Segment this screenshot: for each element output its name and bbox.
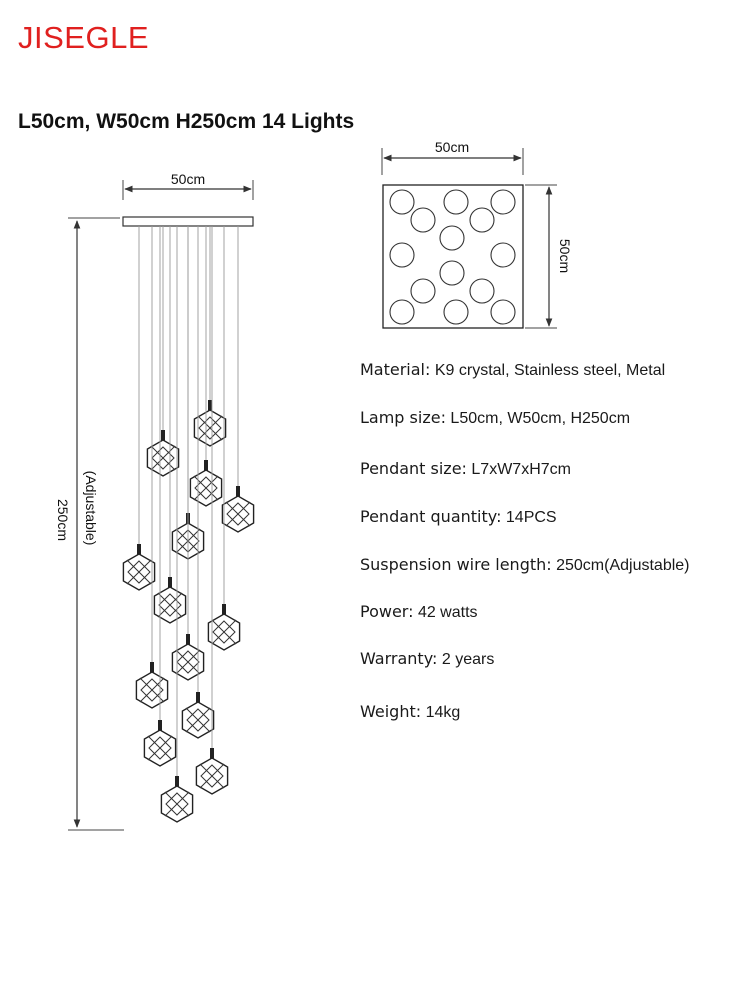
spec-row: Suspension wire length: 250cm(Adjustable… — [360, 555, 690, 575]
spec-row: Lamp size: L50cm, W50cm, H250cm — [360, 408, 630, 428]
pendant — [153, 226, 187, 624]
spec-label: Pendant size: — [360, 459, 467, 478]
pendant — [181, 226, 215, 739]
spec-value: 42 watts — [417, 604, 478, 621]
side-width-label: 50cm — [171, 171, 205, 187]
pendant — [171, 226, 205, 681]
spec-value: 250cm(Adjustable) — [556, 557, 690, 574]
ceiling-canopy — [122, 216, 254, 227]
top-width-label: 50cm — [435, 139, 469, 155]
top-view-pendant-dot — [439, 225, 465, 251]
pendant — [122, 226, 156, 591]
spec-value: 2 years — [441, 651, 495, 668]
spec-row: Warranty: 2 years — [360, 649, 494, 669]
top-view: 50cm 50cm — [381, 139, 573, 329]
top-view-pendant-dot — [469, 278, 495, 304]
side-width-dimension: 50cm — [122, 171, 254, 200]
height-label: 250cm — [55, 499, 71, 541]
pendant — [193, 226, 227, 447]
top-view-pendant-dot — [410, 278, 436, 304]
spec-value: 14PCS — [505, 509, 557, 526]
product-headline: L50cm, W50cm H250cm 14 Lights — [18, 110, 355, 133]
spec-label: Suspension wire length: — [360, 555, 552, 574]
top-view-pendant-dot — [410, 207, 436, 233]
spec-label: Lamp size: — [360, 408, 446, 427]
height-dimension: 250cm (Adjustable) — [55, 217, 124, 831]
pendant — [143, 226, 177, 767]
pendant — [195, 226, 229, 795]
spec-label: Material: — [360, 360, 431, 379]
spec-value: L7xW7xH7cm — [471, 461, 571, 478]
spec-row: Weight: 14kg — [360, 702, 460, 722]
top-view-pendant-dot — [490, 242, 516, 268]
spec-label: Pendant quantity: — [360, 507, 502, 526]
pendants-group — [122, 226, 255, 823]
spec-label: Power: — [360, 602, 414, 621]
spec-value: 14kg — [425, 704, 461, 721]
spec-row: Power: 42 watts — [360, 602, 478, 622]
top-view-pendant-dot — [389, 299, 415, 325]
pendant — [189, 226, 223, 507]
spec-label: Weight: — [360, 702, 422, 721]
top-view-pendant-dot — [389, 242, 415, 268]
top-view-pendants — [389, 189, 516, 325]
pendant — [207, 226, 241, 651]
top-view-pendant-dot — [490, 189, 516, 215]
top-view-pendant-dot — [443, 299, 469, 325]
spec-row: Pendant quantity: 14PCS — [360, 507, 557, 527]
top-view-pendant-dot — [443, 189, 469, 215]
spec-row: Pendant size: L7xW7xH7cm — [360, 459, 571, 479]
top-view-pendant-dot — [389, 189, 415, 215]
spec-row: Material: K9 crystal, Stainless steel, M… — [360, 360, 665, 380]
pendant — [160, 226, 194, 823]
adjustable-label: (Adjustable) — [83, 471, 99, 546]
spec-value: K9 crystal, Stainless steel, Metal — [434, 362, 666, 379]
pendant — [221, 226, 255, 533]
spec-value: L50cm, W50cm, H250cm — [450, 410, 631, 427]
top-view-pendant-dot — [439, 260, 465, 286]
top-depth-label: 50cm — [557, 239, 573, 273]
spec-label: Warranty: — [360, 649, 438, 668]
top-view-pendant-dot — [469, 207, 495, 233]
brand-logo: JISEGLE — [18, 20, 149, 55]
top-view-pendant-dot — [490, 299, 516, 325]
